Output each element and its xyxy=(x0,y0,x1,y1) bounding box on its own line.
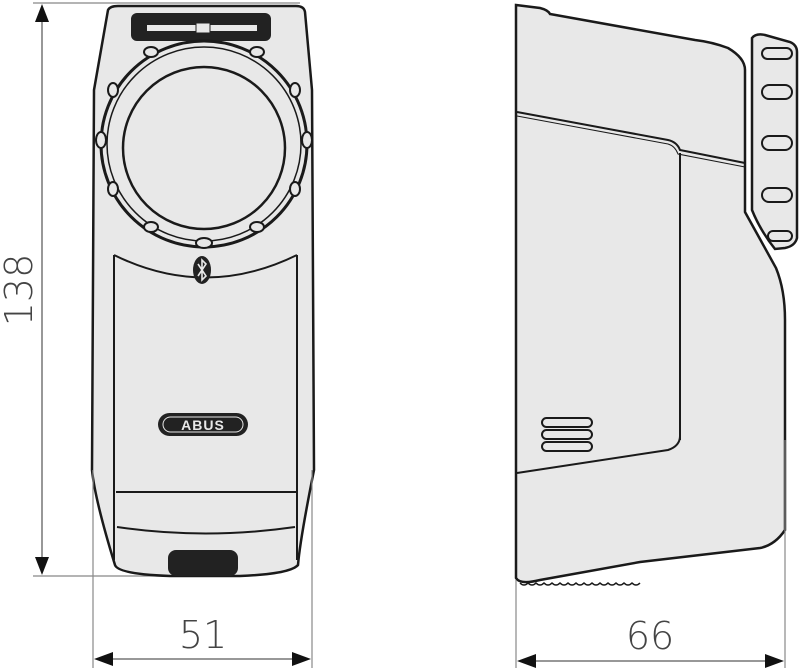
bluetooth-icon xyxy=(193,256,211,284)
width-value: 51 xyxy=(179,613,227,657)
arrow-left-icon xyxy=(94,652,113,666)
side-view xyxy=(514,3,799,586)
height-dimension: 138 xyxy=(0,2,300,577)
width-dimension: 51 xyxy=(92,470,313,668)
arrow-left-icon xyxy=(517,654,536,668)
arrow-right-icon xyxy=(292,652,311,666)
mounting-bracket xyxy=(750,33,799,251)
front-view: ABUS xyxy=(90,4,316,578)
arrow-up-icon xyxy=(35,4,49,22)
arrow-right-icon xyxy=(765,654,784,668)
depth-dimension: 66 xyxy=(515,440,786,668)
brand-badge: ABUS xyxy=(158,413,248,436)
bottom-button xyxy=(168,550,238,576)
rotary-dial xyxy=(95,39,313,249)
height-value: 138 xyxy=(0,254,41,327)
brand-label: ABUS xyxy=(181,417,225,433)
arrow-down-icon xyxy=(35,557,49,575)
depth-value: 66 xyxy=(626,614,674,658)
vent-grille-icon xyxy=(541,417,593,452)
